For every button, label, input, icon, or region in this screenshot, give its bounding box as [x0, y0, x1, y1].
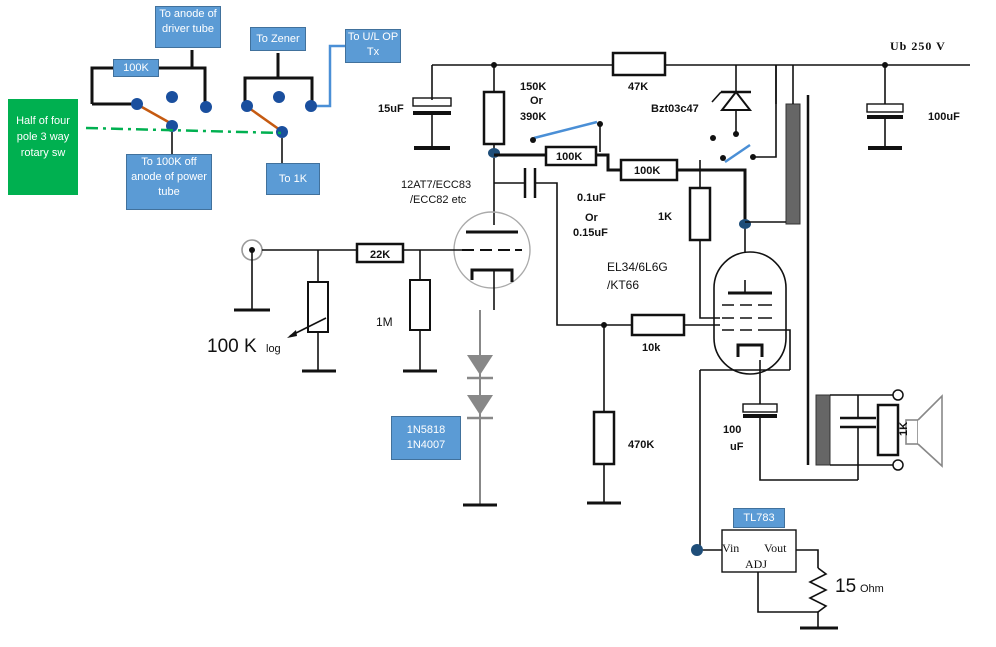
power-rail: [431, 64, 970, 100]
label-adj: ADJ: [745, 557, 767, 571]
resistor-22k: [355, 242, 405, 264]
label-1k: 1K: [658, 211, 672, 223]
input-jack: [234, 239, 357, 312]
label-vin: Vin: [722, 541, 739, 555]
regulator-tl783: [721, 529, 838, 630]
coupling-capacitor: [494, 168, 632, 326]
note-zener: To Zener: [250, 27, 306, 51]
note-1k: To 1K: [266, 163, 320, 195]
screen-resistor: [688, 160, 720, 319]
note-power-anode: To 100K off anode of power tube: [126, 154, 212, 210]
label-ub: Ub 250 V: [890, 39, 946, 53]
zener-diode: [710, 65, 753, 141]
label-speaker-1k: 1K: [898, 422, 910, 436]
label-22k: 22K: [370, 249, 390, 261]
pentode-tube: [713, 219, 791, 375]
label-1m: 1M: [376, 315, 393, 329]
label-15-ohm: 15: [835, 576, 856, 597]
label-390k: 390K: [520, 111, 546, 123]
note-diodes: 1N5818 1N4007: [391, 416, 461, 460]
grid-resistor-1m: [403, 250, 437, 373]
label-or-1: Or: [530, 95, 544, 107]
label-zener: Bzt03c47: [651, 103, 699, 115]
cathode-network: [691, 369, 858, 556]
speaker-icon: [905, 394, 943, 468]
resistor-speaker-1k: [876, 403, 900, 457]
label-power-tube-2: /KT66: [607, 278, 639, 292]
note-tl783: TL783: [733, 508, 785, 528]
volume-pot: [287, 250, 336, 373]
label-vout: Vout: [764, 541, 787, 555]
triode-tube: [432, 211, 531, 310]
label-15uf: 15uF: [378, 103, 404, 115]
label-470k: 470K: [628, 439, 654, 451]
label-100k-pot: 100 K: [207, 336, 257, 357]
output-transformer: [745, 65, 898, 480]
label-10k: 10k: [642, 342, 661, 354]
label-ohm: Ohm: [860, 583, 884, 595]
capacitor-15uf: [412, 97, 452, 150]
label-log: log: [266, 343, 281, 355]
note-rotary-switch: Half of four pole 3 way rotary sw: [8, 99, 78, 195]
note-ul: To U/L OP Tx: [345, 29, 401, 63]
output-grid-network: [587, 313, 720, 505]
label-100k-a: 100K: [556, 151, 582, 163]
label-or-2: Or: [585, 212, 599, 224]
rotary-switch-detail: [85, 44, 346, 164]
note-driver-anode: To anode of driver tube: [155, 6, 221, 48]
label-150k: 150K: [520, 81, 546, 93]
label-preamp-tube-2: /ECC82 etc: [410, 194, 467, 206]
switch-blade-zener: [724, 143, 751, 164]
resistor-plate: [482, 65, 506, 225]
resistor-47k: [611, 51, 667, 77]
label-47k: 47K: [628, 81, 648, 93]
capacitor-100uf-rail: [491, 62, 904, 150]
label-01uf: 0.1uF: [577, 192, 606, 204]
label-preamp-tube: 12AT7/ECC83: [401, 179, 471, 191]
note-100k: 100K: [113, 59, 159, 77]
label-100uf-rail: 100uF: [928, 111, 960, 123]
label-uf: uF: [730, 441, 744, 453]
label-100k-b: 100K: [634, 165, 660, 177]
label-power-tube: EL34/6L6G: [607, 260, 668, 274]
cathode-diodes: [463, 310, 497, 507]
label-100: 100: [723, 424, 741, 436]
label-015uf: 0.15uF: [573, 227, 608, 239]
